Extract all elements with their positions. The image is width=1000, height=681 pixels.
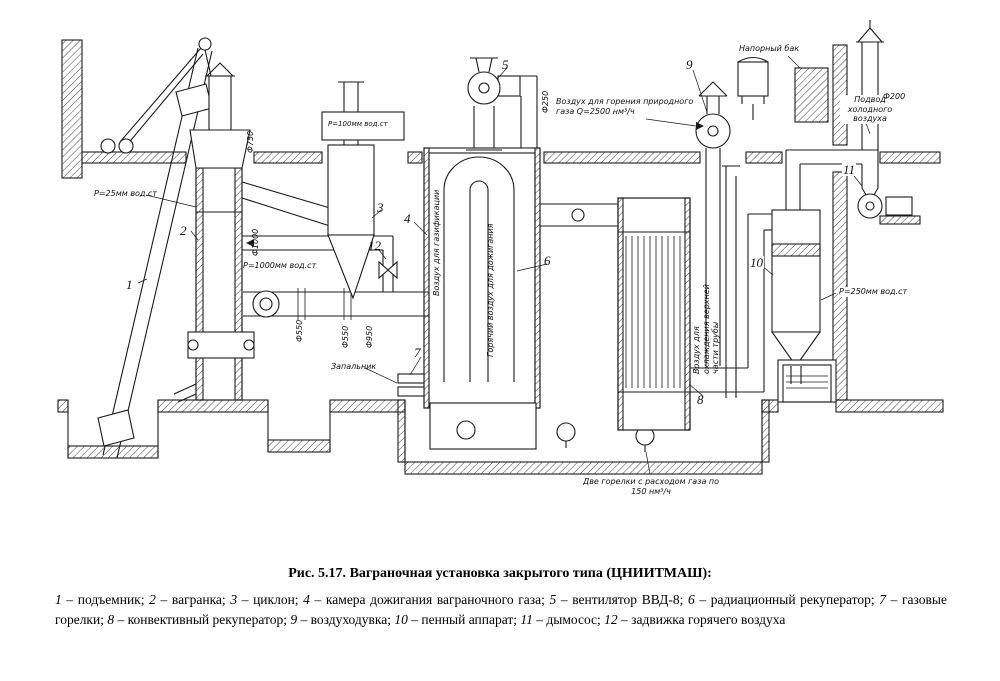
part-number-7: 7 <box>414 345 421 360</box>
part-number-12: 12 <box>368 238 381 253</box>
label-igniter: Запальник <box>331 362 377 371</box>
label-d1000: Ф1000 <box>251 228 260 256</box>
legend-item-11: 11 – дымосос; <box>520 612 605 628</box>
part-number-5: 5 <box>502 57 509 72</box>
figure-number: Рис. 5.17. <box>288 566 347 581</box>
foam-apparatus <box>770 150 822 367</box>
legend-item-6: 6 – радиационный рекуператор; <box>688 592 880 607</box>
cyclone <box>241 81 405 300</box>
label-cold-air-supply: Подвод холодного воздуха <box>840 95 900 124</box>
legend-item-10: 10 – пенный аппарат; <box>394 612 521 628</box>
bottom-flue-duct <box>690 213 772 393</box>
part-number-1: 1 <box>126 277 133 292</box>
part-number-9: 9 <box>686 57 693 72</box>
installation-drawing: Ф750 Р=25мм вод.ст Ф1000 Р=1000мм вод.ст… <box>57 20 944 496</box>
label-air-gasification: Воздух для газификации <box>432 189 441 296</box>
water-tank <box>777 359 837 403</box>
label-p1000: Р=1000мм вод.ст <box>243 261 317 270</box>
hoist <box>97 37 213 459</box>
label-p250: Р=250мм вод.ст <box>838 287 909 297</box>
cupola <box>173 62 255 403</box>
part-number-6: 6 <box>544 253 551 268</box>
structure-walls-floors <box>57 39 944 475</box>
main-gas-duct <box>243 288 429 320</box>
label-p25: Р=25мм вод.ст <box>94 189 158 198</box>
part-number-4: 4 <box>404 211 411 226</box>
label-pressure-tank: Напорный бак <box>739 44 800 53</box>
figure-legend: 1 – подъемник; 2 – вагранка; 3 – циклон;… <box>55 590 947 631</box>
fan-vvd8 <box>466 57 538 151</box>
pressure-tank <box>737 56 829 123</box>
label-p100: Р=100мм вод.ст <box>328 120 388 128</box>
part-number-10: 10 <box>749 255 764 270</box>
part-number-11: 11 <box>842 162 857 177</box>
label-d550b: Ф550 <box>341 325 350 348</box>
legend-item-2: 2 – вагранка; <box>149 592 231 607</box>
legend-item-12: 12 – задвижка горячего воздуха <box>604 612 786 628</box>
legend-item-5: 5 – вентилятор ВВД-8; <box>549 592 689 607</box>
legend-item-1: 1 – подъемник; <box>55 592 150 607</box>
figure-caption: Рис. 5.17. Ваграночная установка закрыто… <box>0 566 1000 582</box>
label-d550a: Ф550 <box>295 319 304 342</box>
legend-item-9: 9 – воздуходувка; <box>290 612 395 628</box>
label-d250: Ф250 <box>541 90 550 113</box>
combustion-chamber-radiation-recuperator <box>423 147 541 450</box>
label-hot-air-afterburn: Горячий воздух для дожигания <box>486 223 495 358</box>
legend-item-7: 7 – газовые горелки; <box>55 592 947 628</box>
label-d950: Ф950 <box>365 325 374 348</box>
legend-item-8: 8 – конвективный рекуператор; <box>107 612 291 628</box>
label-two-burners: Две горелки с расходом газа по 150 нм³/ч <box>582 477 720 496</box>
label-stack-cooling-air: Воздух для охлаждения верхней части труб… <box>692 284 721 374</box>
legend-item-4: 4 – камера дожигания ваграночного газа; <box>303 592 550 607</box>
part-number-3: 3 <box>377 200 384 215</box>
figure-title: Ваграночная установка закрытого типа (ЦН… <box>349 566 712 581</box>
convective-recuperator <box>617 197 691 431</box>
connecting-gas-duct <box>540 203 618 227</box>
label-air-for-gas-combustion: Воздух для горения природного газа Q=250… <box>556 97 694 116</box>
label-d200: Ф200 <box>883 92 906 101</box>
label-d750: Ф750 <box>246 130 255 153</box>
part-number-2: 2 <box>180 223 187 238</box>
legend-item-3: 3 – циклон; <box>230 592 304 607</box>
part-number-8: 8 <box>697 392 704 407</box>
diagram-svg <box>57 20 944 475</box>
cooling-air-pipe <box>722 165 740 398</box>
blower <box>695 81 731 366</box>
smoke-exhauster <box>857 187 921 225</box>
